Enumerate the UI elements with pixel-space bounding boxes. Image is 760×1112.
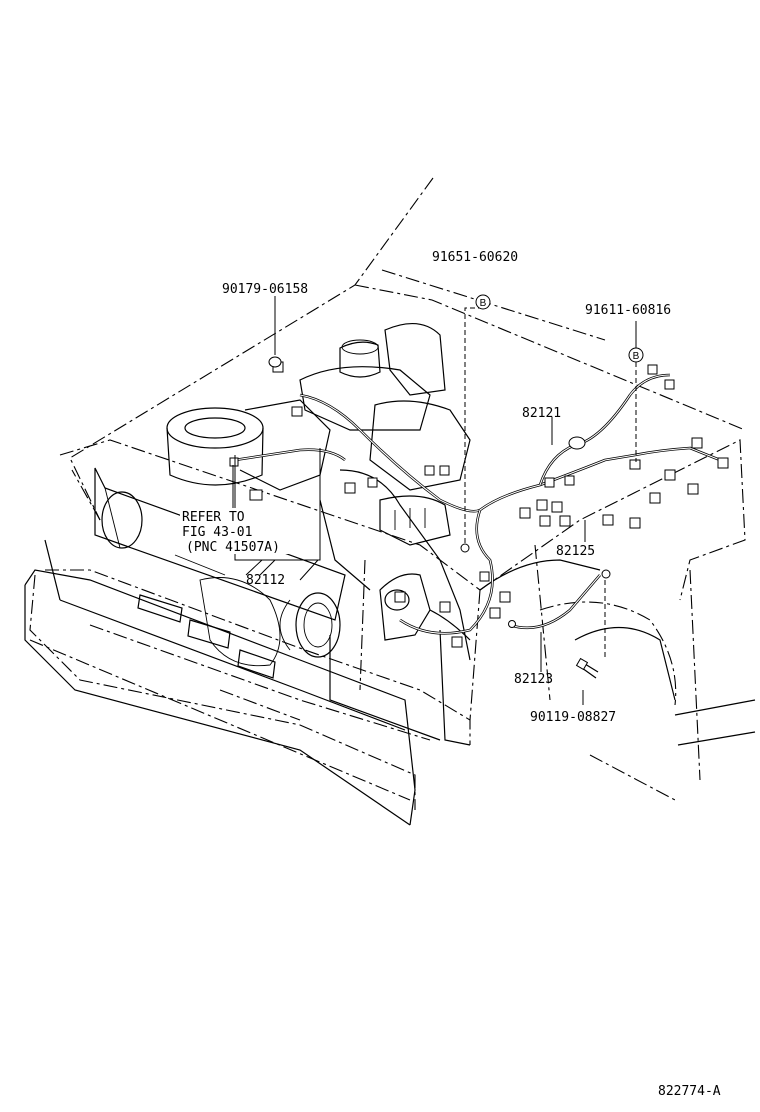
part-label-91611-60816: 91611-60816 [585, 303, 671, 318]
part-label-82125: 82125 [556, 544, 595, 559]
part-label-91651-60620: 91651-60620 [432, 250, 518, 265]
grommet [568, 436, 586, 450]
leader-lines [232, 296, 637, 705]
part-label-82123: 82123 [514, 672, 553, 687]
figure-id: 822774-A [658, 1084, 721, 1099]
pnc-reference-line: (PNC 41507A) [186, 540, 280, 555]
circle-b-marker-2: B [628, 347, 644, 363]
bolt-90119 [581, 663, 599, 679]
harness-connectors [229, 361, 729, 648]
left-headlight [101, 491, 143, 549]
part-label-90179-06158: 90179-06158 [222, 282, 308, 297]
svg-text:B: B [633, 351, 640, 362]
vehicle-body-solid [24, 467, 756, 826]
part-label-82112: 82112 [246, 573, 285, 588]
part-label-90119-08827: 90119-08827 [530, 710, 616, 725]
circle-b-marker-1: B [475, 294, 491, 310]
fasteners [268, 356, 599, 679]
svg-text:B: B [480, 298, 487, 309]
part-label-82121: 82121 [522, 406, 561, 421]
wire-harness [234, 373, 721, 635]
clip-90179 [268, 356, 282, 368]
reference-note: REFER TO FIG 43-01 (PNC 41507A) [180, 508, 300, 555]
refer-to-line: REFER TO [182, 510, 245, 525]
vehicle-body-outline [29, 177, 746, 810]
right-headlight [295, 592, 341, 658]
figure-reference-line: FIG 43-01 [182, 525, 252, 540]
engine-block [166, 323, 471, 667]
